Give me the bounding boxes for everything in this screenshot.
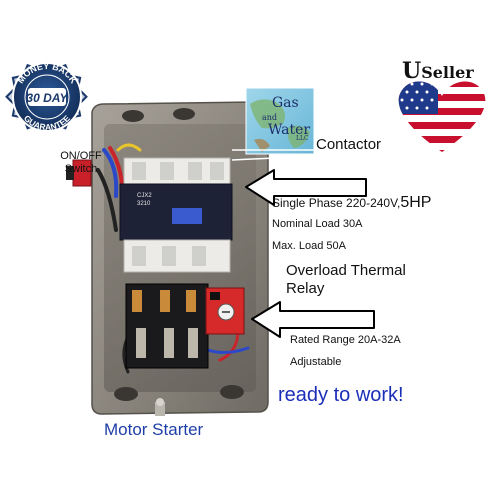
- mount-hole: [114, 387, 138, 401]
- money-back-badge-icon: [5, 61, 88, 132]
- bottom-screw: [155, 402, 165, 416]
- motor-starter-label: Motor Starter: [104, 420, 204, 439]
- model-label-1: CJX2: [137, 193, 152, 199]
- switch-label: ON/OFF Switch: [54, 150, 108, 176]
- logo-word-and: and: [262, 113, 277, 122]
- nominal-load-label: Nominal Load 30A: [272, 218, 363, 230]
- mount-hole: [122, 110, 144, 122]
- seller-badge: USeller: [402, 58, 474, 84]
- seller-u: U: [402, 58, 422, 84]
- callout-lines: [231, 149, 317, 161]
- overload-label-line1: Overload Thermal: [286, 262, 406, 279]
- rated-range-label: Rated Range 20A-32A: [290, 334, 401, 346]
- contactor-device: [119, 157, 233, 273]
- seller-text: Seller: [421, 63, 474, 82]
- company-logo: [245, 87, 315, 155]
- overload-label-line2: Relay: [286, 280, 325, 297]
- logo-suffix: LLC: [296, 135, 309, 142]
- on-off-switch-graphic: [66, 159, 92, 187]
- contactor-label: Contactor: [316, 136, 382, 153]
- switch-label-line2: Switch: [64, 163, 98, 175]
- adjustable-label: Adjustable: [290, 356, 342, 368]
- switch-label-line1: ON/OFF: [60, 150, 102, 162]
- overload-relay-device: [125, 283, 245, 369]
- max-load-label: Max. Load 50A: [272, 240, 346, 252]
- logo-word-gas: Gas: [272, 95, 299, 111]
- mount-hole: [220, 385, 244, 399]
- hp-text: 5HP: [400, 194, 432, 211]
- phase-label: Single Phase 220-240V,5HP: [272, 194, 431, 212]
- badge-days: 30 DAY: [26, 91, 68, 105]
- arrow-relay-icon: [251, 301, 375, 338]
- us-flag-heart-icon: [398, 81, 486, 152]
- ready-to-work-label: ready to work!: [278, 384, 404, 406]
- phase-text: Single Phase 220-240V,: [272, 196, 401, 210]
- overload-label: Overload Thermal Relay: [286, 262, 406, 298]
- logo-word-water: Water: [268, 122, 310, 138]
- arrow-contactor-icon: [245, 169, 367, 206]
- mount-hole: [173, 108, 195, 120]
- contactor-slider: [172, 208, 202, 224]
- model-label-2: 3210: [137, 201, 151, 207]
